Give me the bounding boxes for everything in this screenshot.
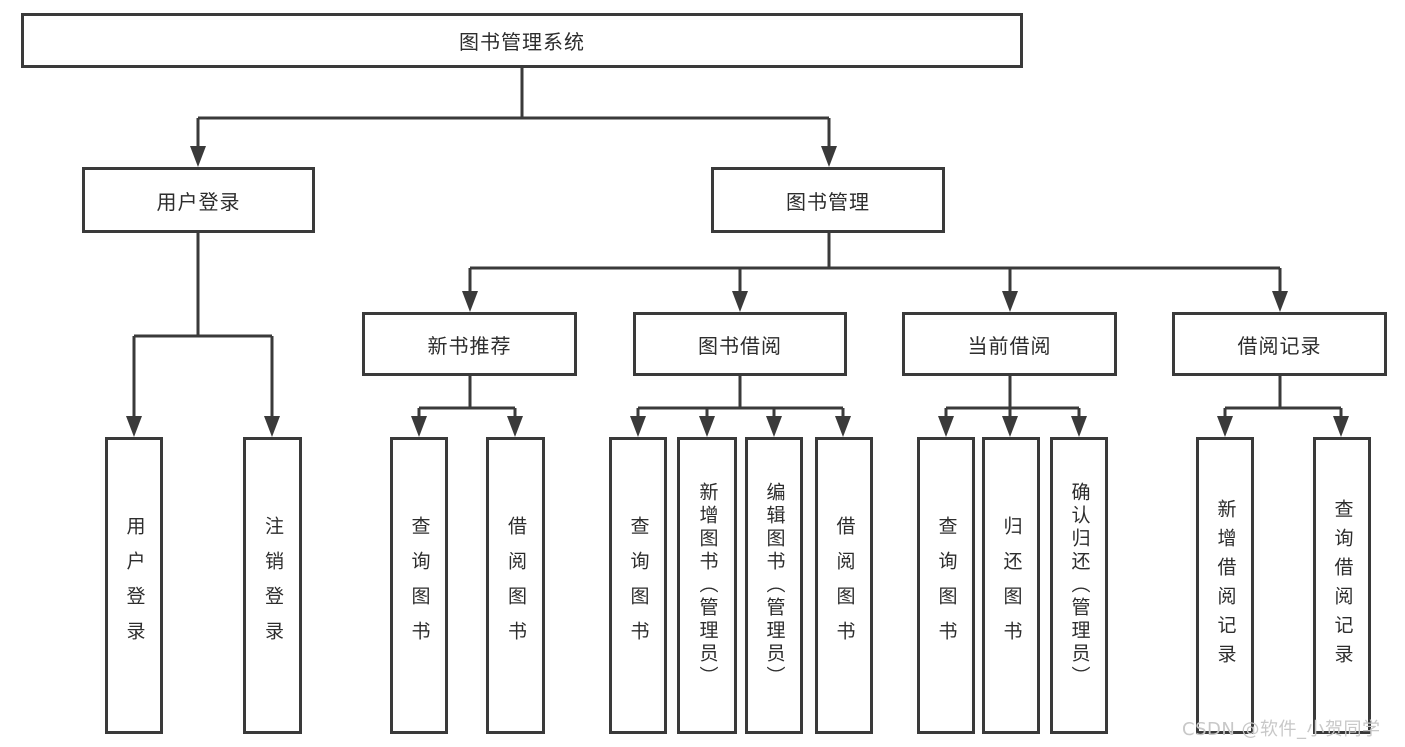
elbow-book-mgmt	[470, 233, 1280, 270]
elbow-book-borrow	[638, 376, 843, 410]
node-cb-return-book: 归还图书	[982, 437, 1040, 734]
node-bb-add-book: 新增图书（管理员）	[677, 437, 737, 734]
elbow-borrow-records	[1225, 376, 1341, 410]
node-bb-edit-book: 编辑图书（管理员）	[745, 437, 803, 734]
arrow-heads	[126, 146, 1349, 437]
node-current-borrow: 当前借阅	[902, 312, 1117, 376]
elbow-user-login	[134, 233, 272, 338]
node-rec-borrow-book: 借阅图书	[486, 437, 545, 734]
arrow-stems	[132, 118, 1343, 421]
node-cb-query-book: 查询图书	[917, 437, 975, 734]
node-borrow-records: 借阅记录	[1172, 312, 1387, 376]
node-book-mgmt: 图书管理	[711, 167, 945, 233]
node-new-book-rec: 新书推荐	[362, 312, 577, 376]
node-bb-borrow-book: 借阅图书	[815, 437, 873, 734]
node-bb-query-book: 查询图书	[609, 437, 667, 734]
node-book-borrow: 图书借阅	[633, 312, 847, 376]
elbow-new-book-rec	[419, 376, 515, 410]
node-rec-query-book: 查询图书	[390, 437, 448, 734]
node-cb-confirm-return: 确认归还（管理员）	[1050, 437, 1108, 734]
node-logout-leaf: 注销登录	[243, 437, 302, 734]
node-br-query-record: 查询借阅记录	[1313, 437, 1371, 734]
elbow-current-borrow	[946, 376, 1079, 410]
node-root: 图书管理系统	[21, 13, 1023, 68]
node-user-login: 用户登录	[82, 167, 315, 233]
elbow-root	[198, 68, 829, 120]
node-br-add-record: 新增借阅记录	[1196, 437, 1254, 734]
csdn-watermark: CSDN @软件_小贺同学	[1182, 719, 1381, 740]
node-user-login-leaf: 用户登录	[105, 437, 163, 734]
